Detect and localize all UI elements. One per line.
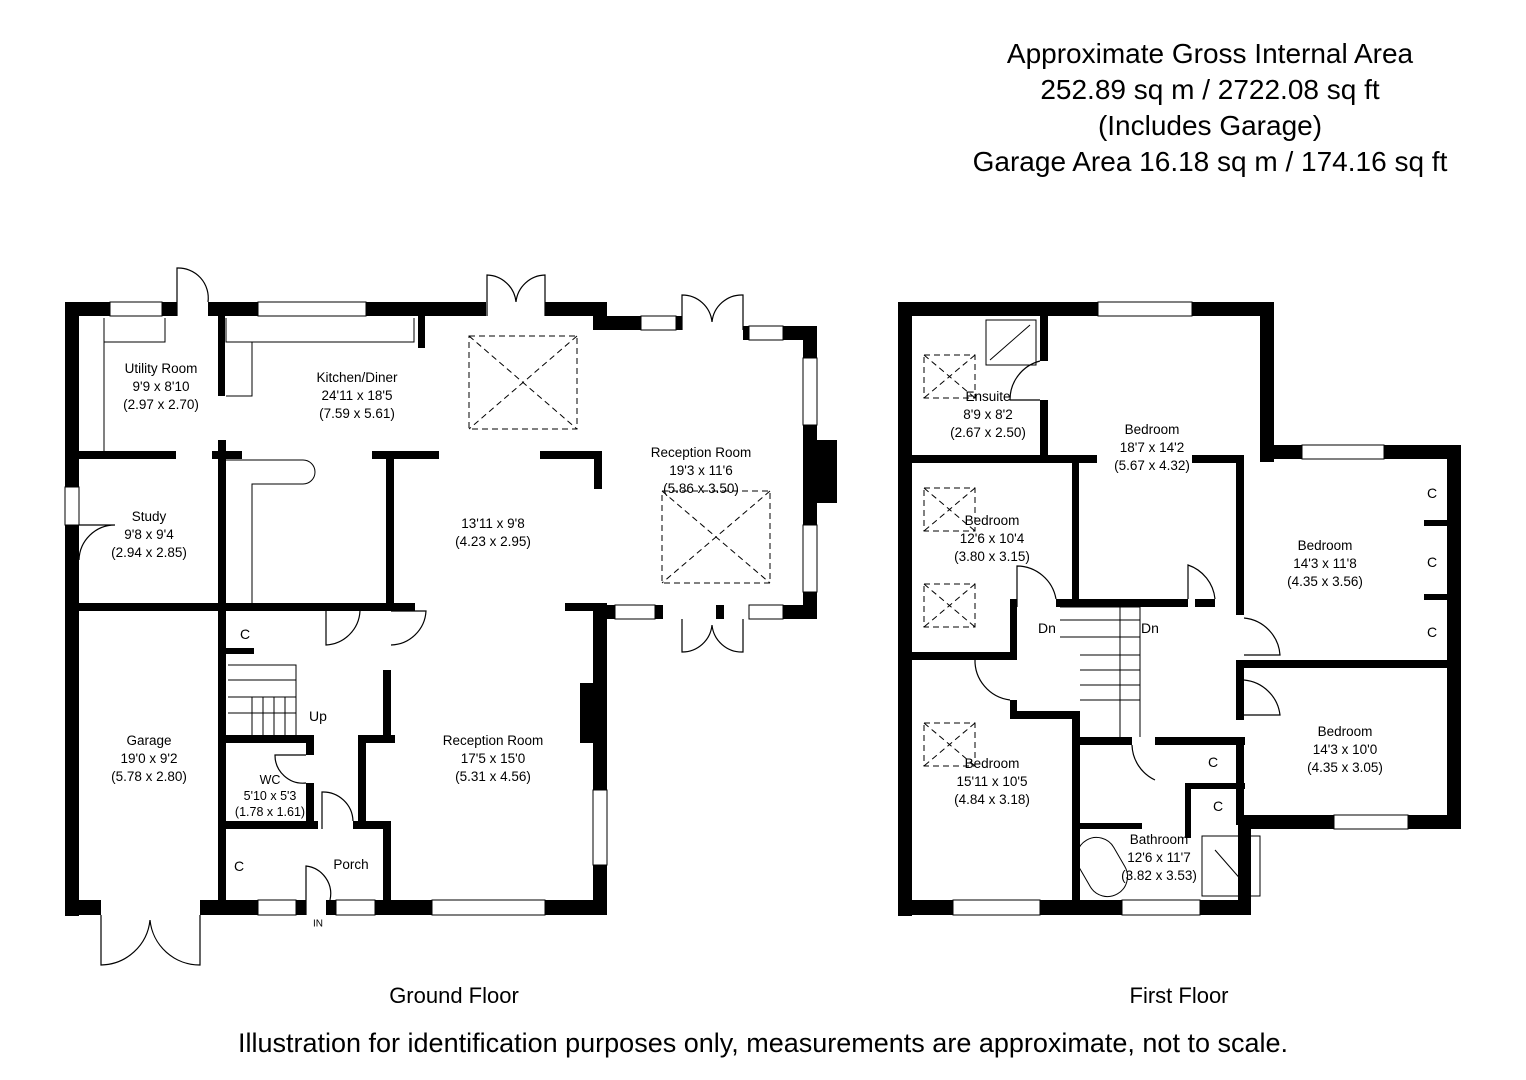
room-size-imperial: 19'0 x 9'2	[120, 751, 178, 766]
room-name: Bedroom	[1317, 724, 1373, 739]
room-bedroom-4: Bedroom 15'11 x 10'5 (4.84 x 3.18)	[954, 755, 1030, 809]
room-name: Reception Room	[650, 445, 752, 460]
room-bedroom-3: Bedroom 14'3 x 11'8 (4.35 x 3.56)	[1287, 537, 1363, 591]
room-size-metric: (4.35 x 3.05)	[1307, 760, 1383, 775]
room-name: Bedroom	[964, 756, 1020, 771]
garage-area: Garage Area 16.18 sq m / 174.16 sq ft	[972, 146, 1448, 177]
cupboard-mark: C	[1426, 554, 1438, 570]
room-name: Reception Room	[442, 733, 544, 748]
room-size-imperial: 13'11 x 9'8	[461, 516, 525, 531]
area-summary: Approximate Gross Internal Area 252.89 s…	[940, 36, 1480, 180]
cupboard-mark: C	[1426, 485, 1438, 501]
room-bedroom-5: Bedroom 14'3 x 10'0 (4.35 x 3.05)	[1307, 723, 1383, 777]
room-size-metric: (5.67 x 4.32)	[1114, 458, 1190, 473]
room-bedroom-2: Bedroom 12'6 x 10'4 (3.80 x 3.15)	[954, 512, 1030, 566]
room-bedroom-master: Bedroom 18'7 x 14'2 (5.67 x 4.32)	[1114, 421, 1190, 475]
room-size-imperial: 8'9 x 8'2	[963, 407, 1013, 422]
room-name: Bathroom	[1129, 832, 1189, 847]
room-name: Kitchen/Diner	[316, 370, 398, 385]
total-area: 252.89 sq m / 2722.08 sq ft	[1040, 74, 1380, 105]
room-porch: Porch	[333, 856, 368, 874]
room-size-metric: (4.23 x 2.95)	[455, 534, 531, 549]
room-garage: Garage 19'0 x 9'2 (5.78 x 2.80)	[111, 732, 187, 786]
room-name: Bedroom	[1297, 538, 1353, 553]
room-size-metric: (4.35 x 3.56)	[1287, 574, 1363, 589]
cupboard-mark: C	[239, 626, 251, 642]
cupboard-mark: C	[1207, 754, 1219, 770]
room-name: Porch	[333, 857, 369, 872]
room-size-metric: (4.84 x 3.18)	[954, 792, 1030, 807]
room-name: Ensuite	[965, 389, 1011, 404]
room-size-imperial: 19'3 x 11'6	[669, 463, 733, 478]
room-size-imperial: 18'7 x 14'2	[1119, 440, 1185, 455]
room-name: Bedroom	[1124, 422, 1180, 437]
stairs-down-label: Dn	[1038, 620, 1056, 636]
room-name: Garage	[126, 733, 172, 748]
room-size-metric: (7.59 x 5.61)	[319, 406, 395, 421]
room-size-metric: (3.80 x 3.15)	[954, 549, 1030, 564]
room-size-imperial: 24'11 x 18'5	[321, 388, 393, 403]
room-size-imperial: 12'6 x 11'7	[1127, 850, 1191, 865]
disclaimer: Illustration for identification purposes…	[237, 1028, 1289, 1058]
room-dining-area: 13'11 x 9'8 (4.23 x 2.95)	[455, 515, 531, 551]
room-size-imperial: 12'6 x 10'4	[959, 531, 1025, 546]
stairs-up-label: Up	[309, 708, 327, 724]
room-reception-rear: Reception Room 19'3 x 11'6 (5.86 x 3.50)	[651, 444, 752, 498]
room-ensuite: Ensuite 8'9 x 8'2 (2.67 x 2.50)	[950, 388, 1026, 442]
room-size-metric: (2.67 x 2.50)	[950, 425, 1026, 440]
room-size-metric: (5.31 x 4.56)	[455, 769, 531, 784]
room-reception-front: Reception Room 17'5 x 15'0 (5.31 x 4.56)	[443, 732, 544, 786]
room-name: Study	[131, 509, 167, 524]
area-note: (Includes Garage)	[1097, 110, 1323, 141]
room-size-metric: (2.97 x 2.70)	[123, 397, 199, 412]
room-size-metric: (5.86 x 3.50)	[663, 481, 739, 496]
room-size-imperial: 9'9 x 8'10	[132, 379, 190, 394]
area-title: Approximate Gross Internal Area	[1006, 38, 1414, 69]
room-study: Study 9'8 x 9'4 (2.94 x 2.85)	[111, 508, 187, 562]
room-wc: WC 5'10 x 5'3 (1.78 x 1.61)	[235, 772, 305, 820]
room-name: WC	[259, 773, 281, 787]
stairs-down-label: Dn	[1141, 620, 1159, 636]
room-utility: Utility Room 9'9 x 8'10 (2.97 x 2.70)	[123, 360, 199, 414]
room-size-metric: (2.94 x 2.85)	[111, 545, 187, 560]
room-size-imperial: 15'11 x 10'5	[956, 774, 1028, 789]
cupboard-mark: C	[1212, 798, 1224, 814]
first-floor-title: First Floor	[1129, 983, 1229, 1008]
room-size-imperial: 9'8 x 9'4	[124, 527, 174, 542]
room-name: Utility Room	[124, 361, 198, 376]
ground-floor-title: Ground Floor	[389, 983, 519, 1008]
entrance-label: IN	[313, 918, 323, 930]
room-size-imperial: 14'3 x 10'0	[1312, 742, 1378, 757]
room-size-imperial: 5'10 x 5'3	[243, 789, 297, 803]
room-size-metric: (3.82 x 3.53)	[1121, 868, 1197, 883]
room-size-imperial: 14'3 x 11'8	[1293, 556, 1357, 571]
cupboard-mark: C	[233, 858, 245, 874]
room-bathroom: Bathroom 12'6 x 11'7 (3.82 x 3.53)	[1121, 831, 1197, 885]
room-size-metric: (5.78 x 2.80)	[111, 769, 187, 784]
room-size-metric: (1.78 x 1.61)	[234, 805, 306, 819]
cupboard-mark: C	[1426, 624, 1438, 640]
room-size-imperial: 17'5 x 15'0	[460, 751, 526, 766]
room-name: Bedroom	[964, 513, 1020, 528]
room-kitchen-diner: Kitchen/Diner 24'11 x 18'5 (7.59 x 5.61)	[316, 369, 397, 423]
